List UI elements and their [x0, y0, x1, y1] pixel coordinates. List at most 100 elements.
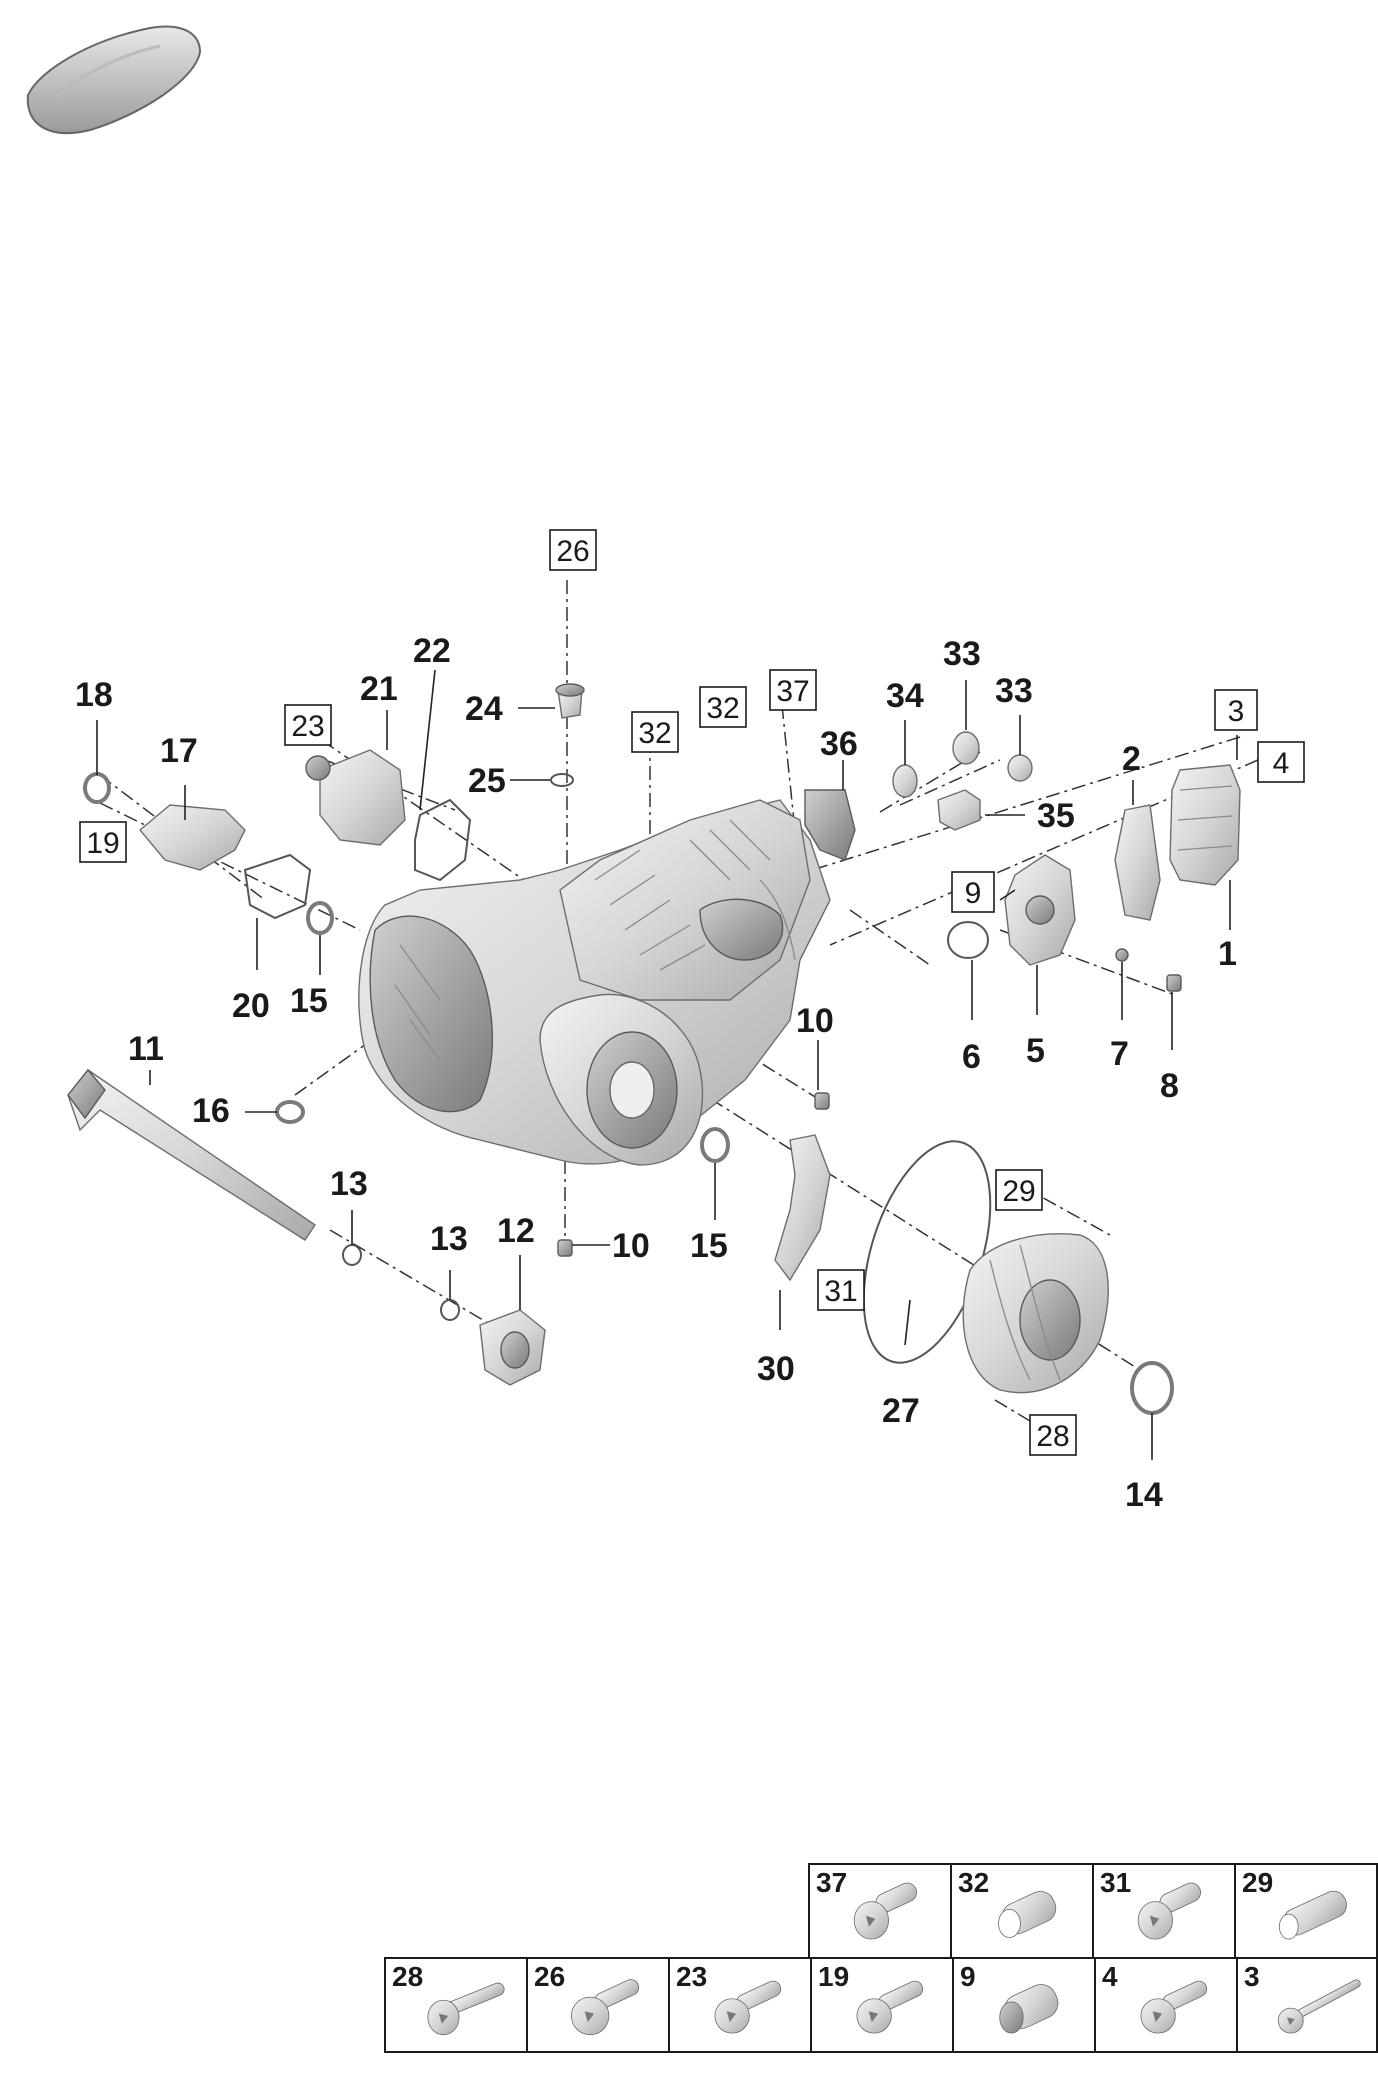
- fastener-cell-26: 26: [526, 1957, 670, 2053]
- fastener-label: 37: [816, 1867, 848, 1898]
- leader-lines: [96, 669, 1261, 1460]
- screw-icon: [1137, 1882, 1201, 1940]
- screw-icon: [1140, 1980, 1208, 2034]
- callout-7: 7: [1110, 1035, 1129, 1073]
- svg-text:37: 37: [776, 675, 809, 708]
- callout-27: 27: [882, 1392, 920, 1430]
- boxed-callout-labels: 3 4 9 19 23 26 28 29: [79, 529, 1305, 1456]
- fastener-label: 26: [534, 1961, 566, 1992]
- fastener-cell-32: 32: [950, 1863, 1094, 1959]
- callout-33-b: 33: [995, 672, 1033, 710]
- part-15-seal-ring-b: [700, 1127, 730, 1163]
- callout-15-b: 15: [690, 1227, 728, 1265]
- fastener-cell-4: 4: [1094, 1957, 1238, 2053]
- callout-25: 25: [468, 762, 506, 800]
- part-24-sensor: [555, 683, 585, 719]
- screw-icon: [853, 1882, 917, 1940]
- svg-text:3: 3: [1228, 695, 1245, 728]
- part-16-seal-ring: [275, 1100, 305, 1124]
- boxed-callout-29: 29: [995, 1169, 1043, 1211]
- svg-text:19: 19: [86, 827, 119, 860]
- fastener-label: 4: [1102, 1961, 1118, 1992]
- part-10-drain-plug-upper: [814, 1092, 830, 1110]
- part-22-gasket: [414, 798, 472, 882]
- callout-12: 12: [497, 1212, 535, 1250]
- boxed-callout-32-b: 32: [631, 711, 679, 753]
- part-18-seal-ring: [83, 772, 111, 804]
- callout-18: 18: [75, 676, 113, 714]
- callout-22: 22: [413, 632, 451, 670]
- fastener-label: 19: [818, 1961, 850, 1992]
- transmission-housing: [358, 799, 831, 1166]
- long-screw-icon: [427, 1982, 505, 2036]
- boxed-callout-19: 19: [79, 821, 127, 863]
- fastener-label: 31: [1100, 1867, 1132, 1898]
- part-14-seal-ring: [1130, 1361, 1174, 1415]
- part-25-o-ring: [550, 773, 574, 787]
- part-36-bracket: [804, 789, 856, 861]
- boxed-callout-3: 3: [1214, 689, 1258, 731]
- boxed-callout-31: 31: [817, 1269, 865, 1311]
- vehicle-thumbnail-icon: [26, 25, 202, 135]
- callout-35: 35: [1037, 797, 1075, 835]
- callout-17: 17: [160, 732, 198, 770]
- fastener-label: 28: [392, 1961, 424, 1992]
- svg-text:4: 4: [1273, 747, 1290, 780]
- svg-text:9: 9: [965, 877, 982, 910]
- fastener-cell-29: 29: [1234, 1863, 1378, 1959]
- callout-16: 16: [192, 1092, 230, 1130]
- screw-icon: [714, 1980, 782, 2034]
- fastener-cell-31: 31: [1092, 1863, 1236, 1959]
- part-6-o-ring: [947, 921, 989, 959]
- boxed-callout-9: 9: [951, 871, 995, 913]
- fastener-label: 32: [958, 1867, 990, 1898]
- sleeve-icon: [1278, 1890, 1347, 1940]
- part-33-seal-b: [1007, 754, 1033, 782]
- fastener-cell-37: 37: [808, 1863, 952, 1959]
- part-17-guide-tube: [139, 804, 246, 871]
- part-13-circlip-b: [440, 1299, 460, 1321]
- callout-24: 24: [465, 690, 503, 728]
- svg-text:32: 32: [706, 692, 739, 725]
- part-12-flange: [479, 1309, 546, 1386]
- callout-5: 5: [1026, 1032, 1045, 1070]
- callout-36: 36: [820, 725, 858, 763]
- callout-1: 1: [1218, 935, 1237, 973]
- boxed-callout-26: 26: [549, 529, 597, 571]
- part-2-gasket-plate: [1114, 804, 1161, 921]
- callout-14: 14: [1125, 1476, 1163, 1514]
- fastener-cell-28: 28: [384, 1957, 528, 2053]
- part-8-screw-plug: [1166, 974, 1182, 992]
- callout-11: 11: [128, 1030, 164, 1068]
- callout-34: 34: [886, 677, 924, 715]
- callout-21: 21: [360, 670, 398, 708]
- part-11-drive-shaft: [67, 1068, 316, 1241]
- callout-20: 20: [232, 987, 270, 1025]
- boxed-callout-23: 23: [284, 704, 332, 746]
- fastener-label: 9: [960, 1961, 976, 1992]
- part-13-circlip-a: [342, 1244, 362, 1266]
- boxed-callout-28: 28: [1029, 1414, 1077, 1456]
- part-30-baffle: [774, 1134, 831, 1282]
- callout-6: 6: [962, 1038, 981, 1076]
- callout-labels: 1 2 5 6 7 8 10 10 11 12 13 13 14 15 15 1…: [75, 632, 1237, 1514]
- part-34-bearing: [892, 764, 918, 798]
- callout-10-lower: 10: [612, 1227, 650, 1265]
- part-35-shaft: [937, 789, 981, 831]
- callout-30: 30: [757, 1350, 795, 1388]
- callout-13-a: 13: [330, 1165, 368, 1203]
- sleeve-icon: [998, 1891, 1057, 1938]
- callout-10-upper: 10: [796, 1002, 834, 1040]
- part-10-drain-plug-lower: [557, 1239, 573, 1257]
- svg-text:26: 26: [556, 535, 589, 568]
- svg-text:23: 23: [291, 710, 324, 743]
- svg-text:29: 29: [1002, 1175, 1035, 1208]
- part-21-valve-body: [305, 749, 406, 846]
- callout-15-a: 15: [290, 982, 328, 1020]
- part-1-module: [1169, 764, 1241, 886]
- svg-text:31: 31: [824, 1275, 857, 1308]
- part-20-gasket: [243, 853, 312, 920]
- boxed-callout-32-a: 32: [699, 686, 747, 728]
- callout-2: 2: [1122, 740, 1141, 778]
